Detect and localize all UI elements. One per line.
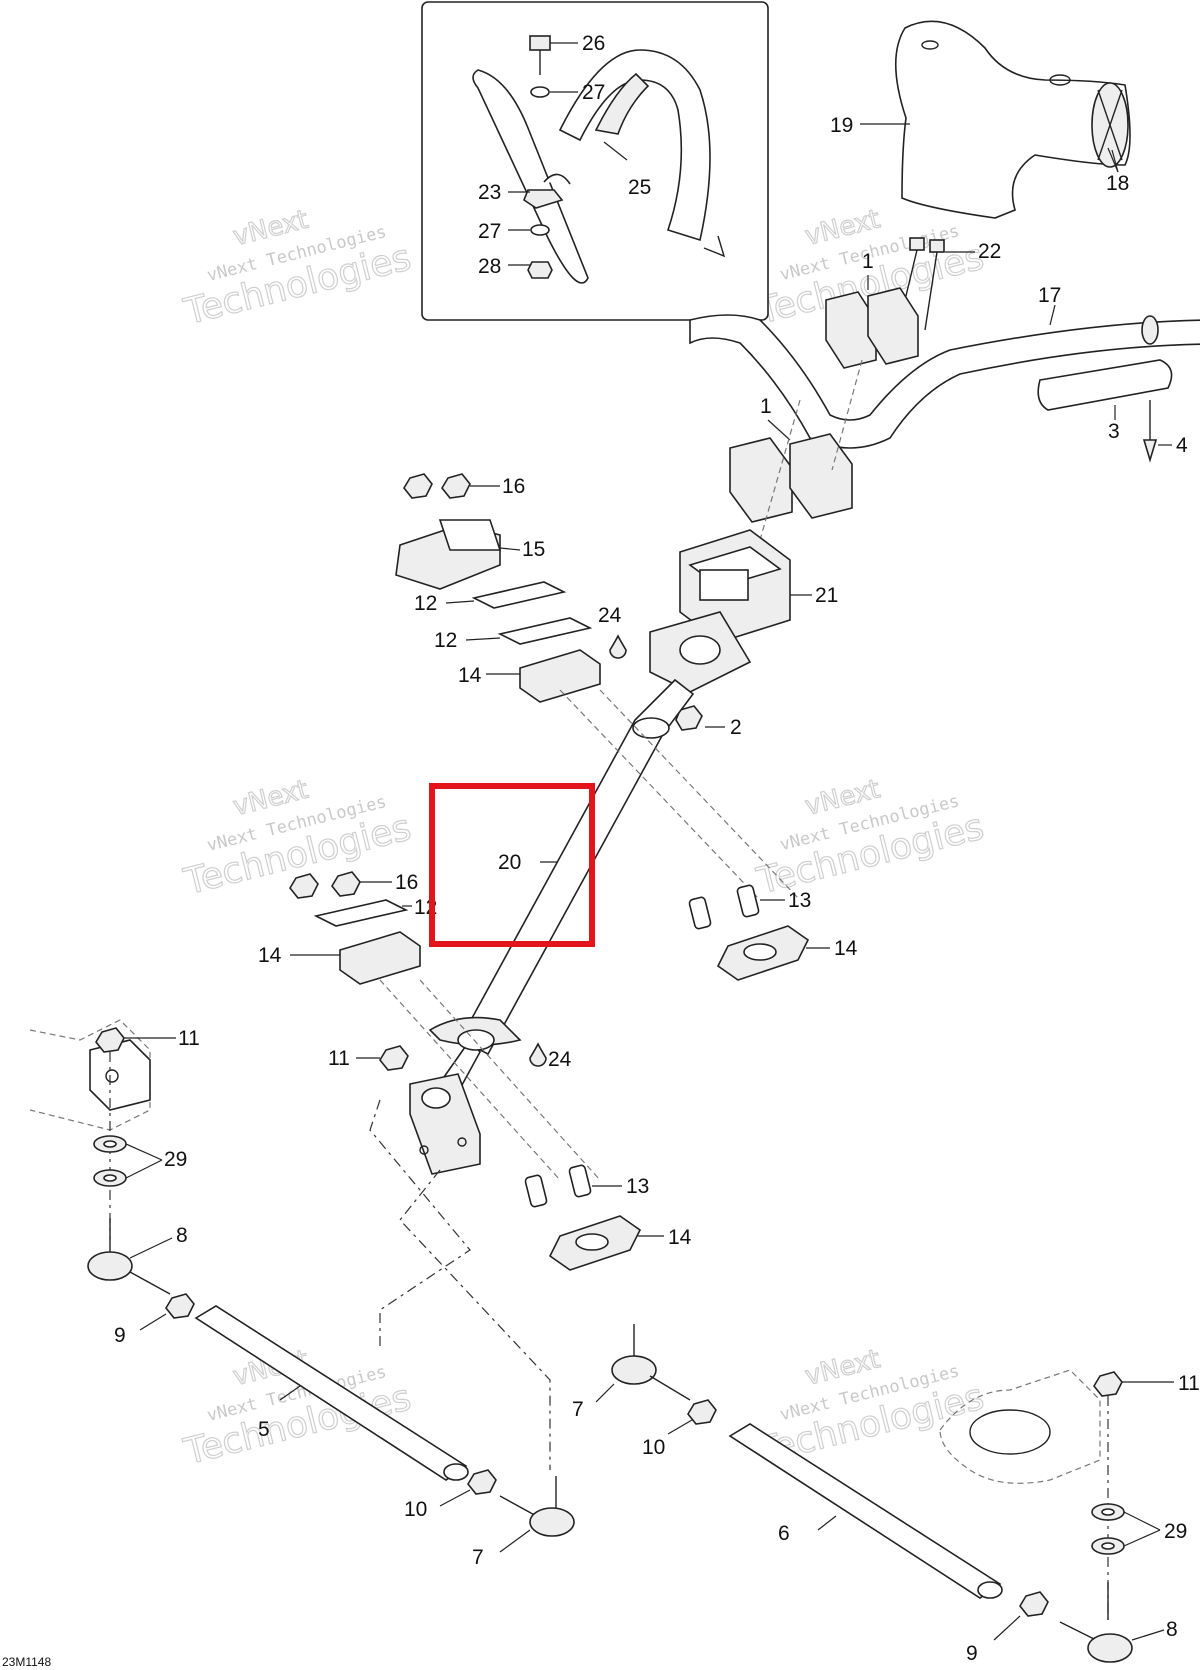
- callout-8-right: 8: [1166, 1618, 1178, 1641]
- center-rod-ends: 7 10 10 7: [404, 1324, 717, 1569]
- callout-26: 26: [582, 32, 605, 55]
- riser-block: 21 2 24: [598, 529, 838, 739]
- callout-19: 19: [830, 114, 853, 137]
- callout-10-right: 10: [642, 1436, 665, 1459]
- callout-1-lower: 1: [760, 395, 772, 418]
- inset-detail: 26 27 25 23 27 28: [421, 1, 769, 321]
- callout-14-a: 14: [458, 664, 482, 687]
- left-tie-rod-assembly: 11 29 8 9 5: [29, 1019, 469, 1481]
- callout-11-left: 11: [178, 1027, 200, 1050]
- callout-16-lower: 16: [395, 871, 418, 894]
- callout-15: 15: [522, 538, 545, 561]
- upper-support-stack: 16 15 12 12 14: [395, 473, 801, 901]
- callout-1-upper: 1: [862, 250, 874, 273]
- callout-18: 18: [1106, 172, 1129, 195]
- diagram-code: 23M1148: [2, 1655, 51, 1669]
- handlebar: 17 3 4 22 1 1: [689, 237, 1200, 541]
- callout-6: 6: [778, 1522, 790, 1545]
- callout-13-lower: 13: [626, 1175, 649, 1198]
- right-tie-rod-assembly: 11 29 6 9 8: [728, 1369, 1200, 1665]
- callout-8-left: 8: [176, 1224, 188, 1247]
- callout-13-upper: 13: [788, 889, 811, 912]
- callout-21: 21: [815, 584, 838, 607]
- callout-11-right: 11: [1178, 1372, 1200, 1395]
- callout-25: 25: [628, 176, 651, 199]
- callout-4: 4: [1176, 434, 1188, 457]
- callout-27-bottom: 27: [478, 220, 501, 243]
- callout-23: 23: [478, 181, 501, 204]
- callout-5: 5: [258, 1418, 270, 1441]
- callout-2: 2: [730, 716, 742, 739]
- callout-14-d: 14: [668, 1226, 692, 1249]
- callout-29-right: 29: [1164, 1520, 1187, 1543]
- callout-11-mid: 11: [328, 1047, 350, 1070]
- callout-22: 22: [978, 240, 1001, 263]
- watermark-top-left: vNext Technologies Technologies vNext: [179, 204, 415, 334]
- callout-12-a: 12: [414, 592, 437, 615]
- lower-column-block: 11 24: [328, 1042, 572, 1470]
- callout-7-lower: 7: [472, 1546, 484, 1569]
- watermark-mid-right: vNext Technologies Technologies vNext: [752, 774, 988, 903]
- highlight-box-part-20: [429, 783, 595, 947]
- callout-14-c: 14: [258, 944, 282, 967]
- callout-9-left: 9: [114, 1324, 126, 1347]
- callout-7-upper: 7: [572, 1398, 584, 1421]
- callout-27-top: 27: [582, 81, 605, 104]
- callout-17: 17: [1038, 284, 1061, 307]
- right-mid-bushings: 13 14: [688, 884, 858, 981]
- callout-14-b: 14: [834, 937, 858, 960]
- callout-29-left: 29: [164, 1148, 187, 1171]
- callout-9-right: 9: [966, 1642, 978, 1665]
- lower-support-stack: 16 12 14: [258, 871, 601, 1181]
- callout-20: 20: [498, 851, 521, 874]
- callout-28: 28: [478, 255, 501, 278]
- lower-bushings: 13 14: [524, 1164, 692, 1271]
- callout-24-bottom: 24: [548, 1048, 572, 1071]
- watermark-bottom-left: vNext Technologies Technologies vNext: [179, 1344, 415, 1474]
- callout-3: 3: [1108, 420, 1120, 443]
- callout-24-top: 24: [598, 604, 622, 627]
- callout-16-upper: 16: [502, 475, 525, 498]
- watermark-mid-left: vNext Technologies Technologies vNext: [179, 774, 415, 904]
- callout-12-b: 12: [434, 629, 457, 652]
- handle-grip: 19 18: [830, 20, 1131, 219]
- callout-10-left: 10: [404, 1498, 427, 1521]
- steering-column: 20: [428, 678, 695, 1109]
